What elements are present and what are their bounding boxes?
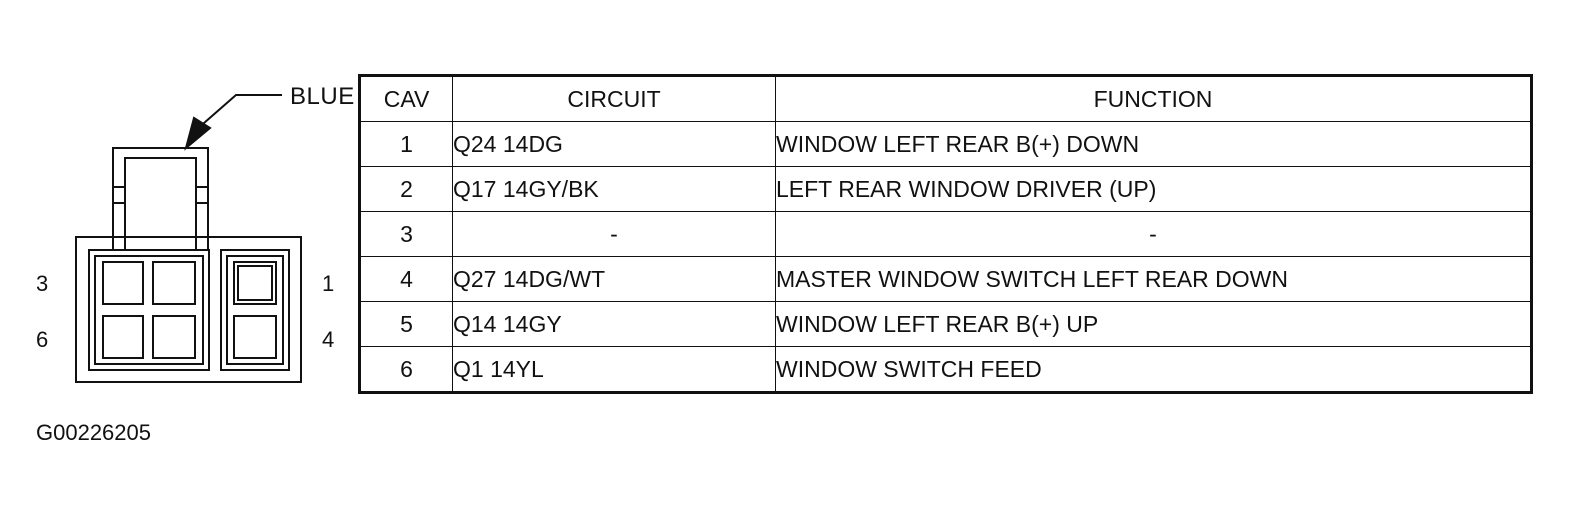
cavity-1 [233, 261, 277, 305]
left-cavity-block-inner [94, 255, 204, 365]
right-cavity-block-inner [226, 255, 284, 365]
table-header-row: CAV CIRCUIT FUNCTION [359, 75, 1532, 122]
pin-label-1: 1 [322, 271, 335, 296]
header-circuit: CIRCUIT [452, 75, 776, 122]
cavity-5 [152, 315, 196, 359]
table-row: 1 Q24 14DG WINDOW LEFT REAR B(+) DOWN [359, 121, 1532, 167]
connector-color-label: BLUE [290, 83, 355, 110]
connector-body-outer [75, 236, 302, 383]
table-row: 2 Q17 14GY/BK LEFT REAR WINDOW DRIVER (U… [359, 166, 1532, 212]
table-row: 6 Q1 14YL WINDOW SWITCH FEED [359, 346, 1532, 393]
cav-cell: 2 [359, 166, 453, 212]
function-cell: MASTER WINDOW SWITCH LEFT REAR DOWN [775, 256, 1532, 302]
function-cell: WINDOW SWITCH FEED [775, 346, 1532, 393]
pin-label-3: 3 [36, 271, 49, 296]
circuit-cell: - [452, 211, 776, 257]
pin-label-6: 6 [36, 327, 49, 352]
circuit-cell: Q24 14DG [452, 121, 776, 167]
connector-pinout-table: CAV CIRCUIT FUNCTION 1 Q24 14DG WINDOW L… [358, 74, 1533, 394]
circuit-cell: Q1 14YL [452, 346, 776, 393]
pin-label-4: 4 [322, 327, 335, 352]
color-leader-line [195, 94, 282, 131]
function-cell: - [775, 211, 1532, 257]
color-arrow-head [184, 116, 212, 151]
table-row: 3 - - [359, 211, 1532, 257]
header-function: FUNCTION [775, 75, 1532, 122]
figure-reference-id: G00226205 [36, 420, 151, 445]
cav-cell: 5 [359, 301, 453, 347]
circuit-cell: Q14 14GY [452, 301, 776, 347]
circuit-cell: Q27 14DG/WT [452, 256, 776, 302]
function-cell: WINDOW LEFT REAR B(+) UP [775, 301, 1532, 347]
function-cell: LEFT REAR WINDOW DRIVER (UP) [775, 166, 1532, 212]
cav-cell: 4 [359, 256, 453, 302]
cavity-3 [102, 261, 144, 305]
cav-cell: 3 [359, 211, 453, 257]
latch-housing-outer [112, 147, 209, 251]
cavity-4 [233, 315, 277, 359]
table-row: 5 Q14 14GY WINDOW LEFT REAR B(+) UP [359, 301, 1532, 347]
function-cell: WINDOW LEFT REAR B(+) DOWN [775, 121, 1532, 167]
circuit-cell: Q17 14GY/BK [452, 166, 776, 212]
cav-cell: 6 [359, 346, 453, 393]
cav-cell: 1 [359, 121, 453, 167]
cavity-6 [102, 315, 144, 359]
right-cavity-block [220, 249, 290, 371]
cavity-2 [152, 261, 196, 305]
cavity-1-inner [237, 265, 273, 301]
table-row: 4 Q27 14DG/WT MASTER WINDOW SWITCH LEFT … [359, 256, 1532, 302]
header-cav: CAV [359, 75, 453, 122]
left-cavity-block [88, 249, 210, 371]
connector-face-drawing [75, 94, 302, 383]
